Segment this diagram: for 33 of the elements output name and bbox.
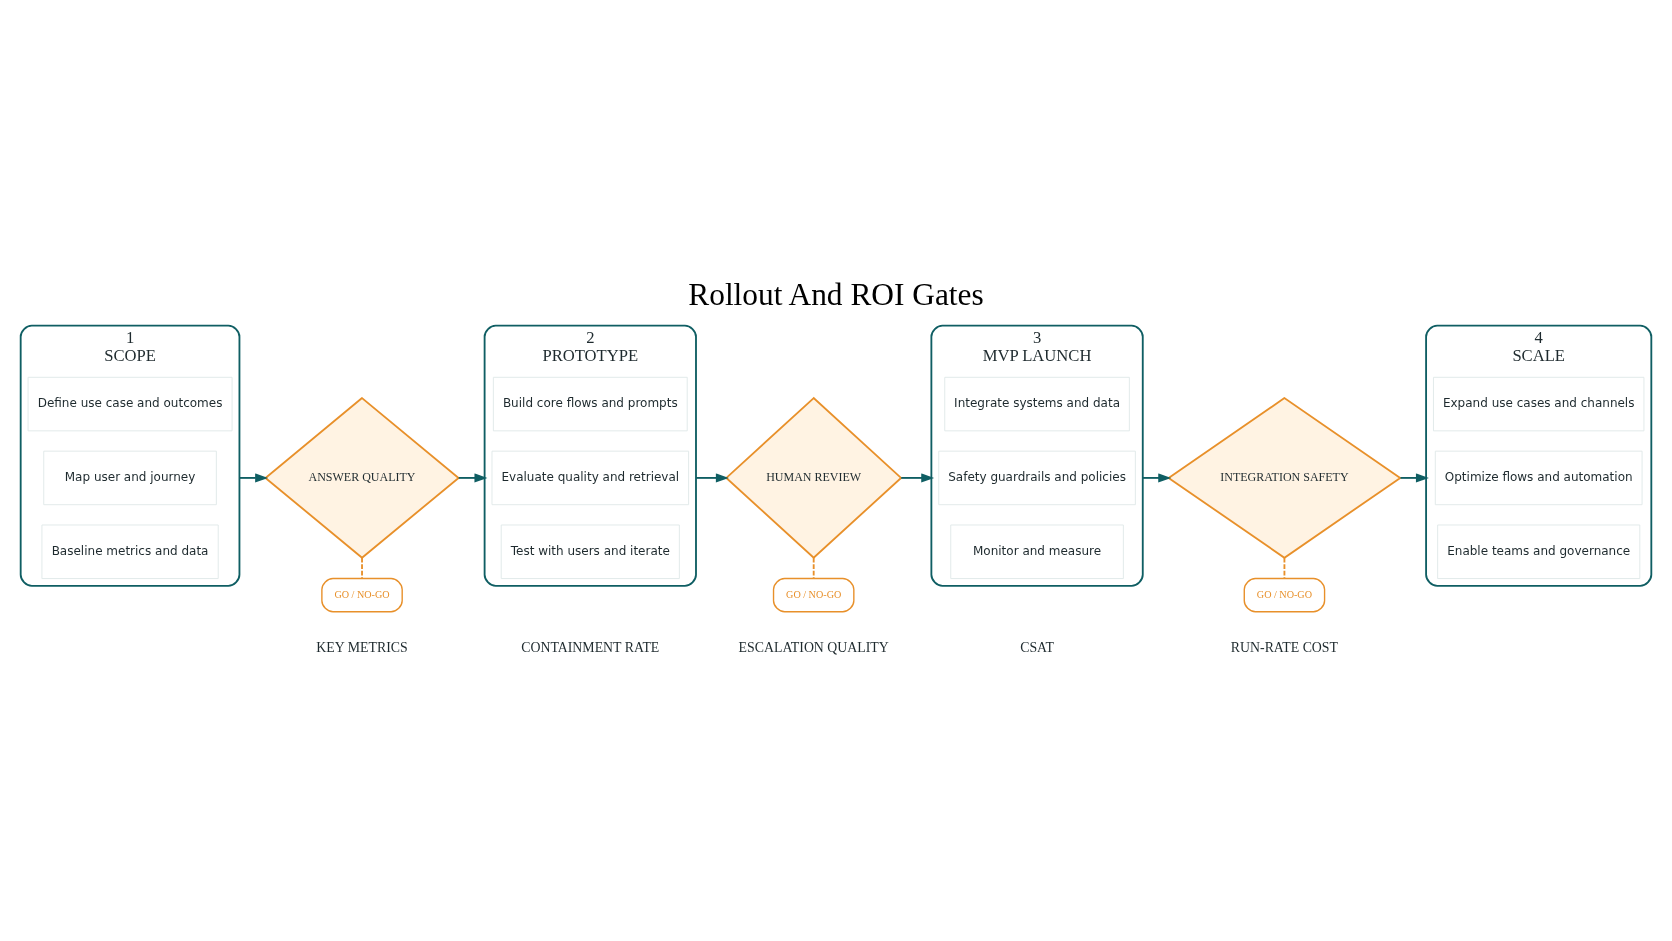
connector [1283,556,1286,579]
label: CONTAINMENT RATE [521,639,660,655]
node-box: Expand use cases and channels [1433,376,1645,431]
node-box: Integrate systems and data [944,376,1130,431]
node-box: Optimize flows and automation [1434,450,1643,505]
node-box: Baseline metrics and data [41,524,219,579]
node-diamond: HUMAN REVIEW [724,396,903,559]
arrow [900,472,935,482]
node-box: GO / NO-GO [1243,577,1326,612]
node-box: Evaluate quality and retrieval [491,450,690,505]
label: CSAT [1020,639,1054,655]
arrow [1141,472,1172,482]
node-box: Test with users and iterate [500,524,680,579]
node-box: Enable teams and governance [1437,524,1641,579]
node-diamond: INTEGRATION SAFETY [1167,396,1402,559]
node-box: Safety guardrails and policies [938,450,1136,505]
node-box: Define use case and outcomes [27,376,233,431]
diagram-title: Rollout And ROI Gates [688,276,984,312]
node-box: GO / NO-GO [321,577,403,612]
label: RUN-RATE COST [1230,639,1339,655]
node-box: GO / NO-GO [772,577,855,612]
label: ESCALATION QUALITY [738,639,889,655]
arrow [457,472,488,482]
connector [361,556,363,579]
arrow [238,472,269,482]
arrow [1399,472,1429,482]
label: KEY METRICS [316,639,408,655]
node-box: Build core flows and prompts [492,376,688,431]
connector [812,556,815,579]
node-box: Map user and journey [43,450,217,505]
node-box: Monitor and measure [950,524,1124,579]
node-diamond: ANSWER QUALITY [264,396,461,559]
arrow [695,472,729,482]
